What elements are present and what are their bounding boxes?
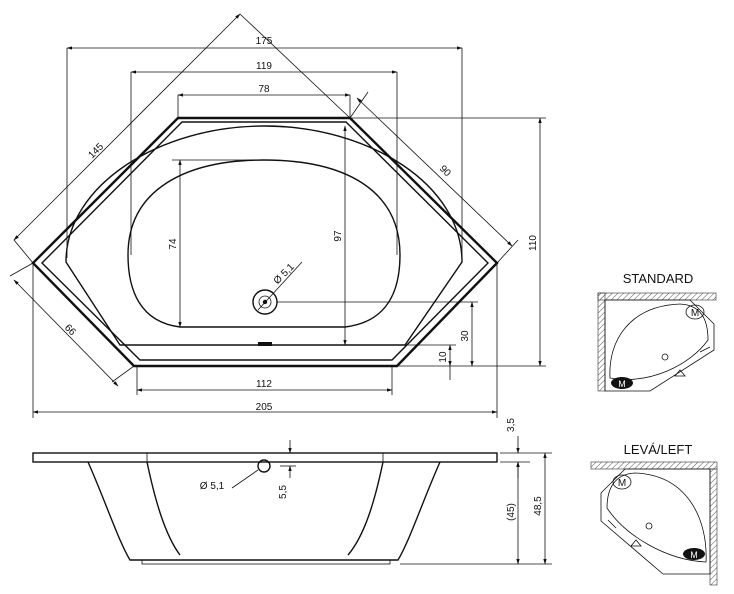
- dim-97: 97: [333, 230, 344, 242]
- dim-drain-top: Ø 5,1: [272, 261, 297, 286]
- side-rim: [32, 452, 498, 463]
- dim-48-5: 48,5: [533, 496, 544, 516]
- side-base: [141, 559, 391, 565]
- dim-5-5: 5,5: [278, 485, 289, 499]
- overflow-icon: [257, 459, 271, 473]
- tub-outline: [31, 116, 499, 368]
- side-panel-right: [347, 461, 384, 556]
- dim-78: 78: [258, 84, 270, 95]
- dimension-lines: [9, 13, 546, 418]
- dim-74: 74: [168, 238, 179, 250]
- variant-standard-label: STANDARD: [623, 271, 694, 286]
- dim-30: 30: [460, 330, 471, 342]
- left-letter-a: M: [618, 478, 626, 489]
- left-letter-b: M: [690, 550, 698, 560]
- top-view: 175 119 78 145 90 74 97 110 66 30 10 112…: [9, 13, 546, 418]
- tub-inner-rim: [41, 121, 489, 361]
- side-panel-left: [146, 461, 181, 556]
- dim-112: 112: [256, 379, 272, 390]
- standard-letter-b: M: [618, 379, 626, 389]
- dim-3-5: 3,5: [506, 418, 517, 432]
- variant-left-label: LEVÁ/LEFT: [624, 442, 693, 457]
- variant-left: LEVÁ/LEFT M M: [590, 442, 718, 586]
- dim-175: 175: [256, 36, 273, 47]
- side-body: [87, 461, 441, 561]
- side-view: 3,5 (45) 48,5 5,5 Ø 5,1: [32, 418, 552, 565]
- dim-10: 10: [438, 351, 449, 363]
- dim-119: 119: [256, 61, 272, 72]
- dim-45: (45): [506, 503, 517, 521]
- standard-letter-a: M: [691, 308, 699, 319]
- bathing-area: [127, 159, 401, 328]
- dim-145: 145: [86, 141, 106, 161]
- dim-110: 110: [528, 235, 539, 251]
- overflow-mark: [258, 342, 272, 346]
- dim-205: 205: [256, 402, 273, 413]
- dim-drain-side: Ø 5,1: [200, 481, 225, 492]
- side-dimension-lines: [231, 436, 552, 565]
- dim-66: 66: [62, 322, 78, 338]
- variant-standard: STANDARD M M: [597, 271, 717, 392]
- basin-outer: [65, 125, 463, 346]
